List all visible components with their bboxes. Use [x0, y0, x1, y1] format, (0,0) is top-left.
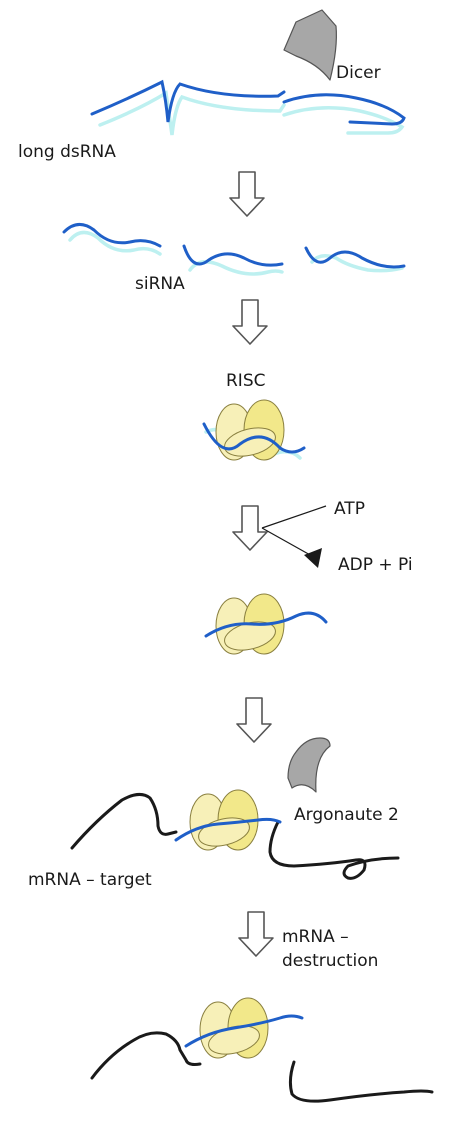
- sirna-label: siRNA: [135, 274, 185, 294]
- argonaute-label: Argonaute 2: [294, 805, 399, 825]
- dicer-enzyme-icon: [283, 9, 337, 81]
- down-arrow-icon: [232, 299, 268, 345]
- mrna-target-label: mRNA – target: [28, 870, 152, 890]
- long-dsrna-label: long dsRNA: [18, 142, 116, 162]
- dicer-label: Dicer: [336, 63, 381, 83]
- mrna-dash-label: mRNA –: [282, 927, 349, 947]
- sirna-fragments: [62, 223, 406, 276]
- down-arrow-icon: [232, 505, 268, 551]
- down-arrow-icon: [229, 171, 265, 217]
- risc-complex-icon: [204, 593, 328, 656]
- atp-label: ATP: [334, 499, 365, 519]
- adp-pi-label: ADP + Pi: [338, 555, 413, 575]
- risc-label: RISC: [226, 371, 266, 391]
- down-arrow-icon: [238, 911, 274, 957]
- adp-arrowhead-icon: [304, 548, 322, 568]
- cleaved-mrna-strand: [90, 1031, 434, 1103]
- risc-complex-icon: [184, 997, 304, 1060]
- atp-hydrolysis-lines: [261, 505, 327, 568]
- argonaute-enzyme-icon: [287, 737, 331, 793]
- down-arrow-icon: [236, 697, 272, 743]
- risc-complex-icon: [174, 789, 282, 852]
- mrna-target-strand: [70, 793, 400, 880]
- risc-complex-icon: [202, 399, 306, 462]
- long-dsrna-strand: [90, 79, 406, 136]
- destruction-label: destruction: [282, 951, 378, 971]
